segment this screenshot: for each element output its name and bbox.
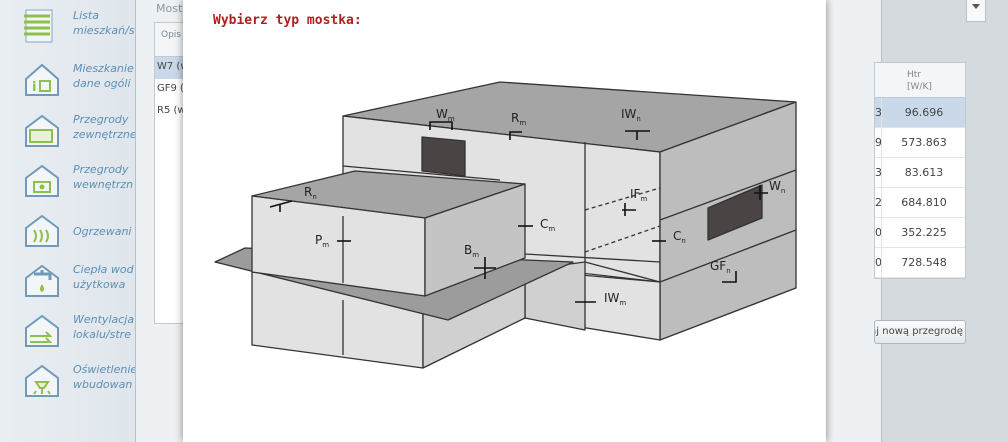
section-title: Mostk [156, 2, 189, 15]
table-cell: 28 [875, 196, 881, 209]
sidebar-item-oswietlenie[interactable]: Oświetlenie wbudowan [0, 358, 165, 408]
label-cn[interactable]: Cn [673, 229, 686, 245]
sidebar-item-lista-mieszkan[interactable]: Lista mieszkań/s [0, 4, 165, 54]
htr-value: 96.696 [881, 98, 966, 127]
internal-wall-icon [25, 164, 59, 197]
chevron-down-icon [972, 4, 980, 9]
lighting-icon [25, 364, 59, 397]
window-side [707, 184, 763, 241]
edge-line [342, 165, 501, 181]
sidebar-item-label: Mieszkanie dane ogóli [73, 62, 134, 90]
table-cell: 0 [875, 256, 881, 269]
htr-value: 684.810 [881, 188, 966, 217]
hidden-edge [584, 225, 661, 253]
marker-gfn [722, 271, 737, 283]
table-row[interactable]: R5 (w [157, 105, 186, 116]
header-unit: [W/K] [907, 82, 932, 92]
label-bm[interactable]: Bm [464, 243, 479, 259]
partitions-area: Htr[W/K] 396.696 96573.863 383.613 28684… [826, 0, 1008, 442]
sidebar-item-label: Wentylacja lokalu/stre [73, 313, 135, 341]
htr-value: 728.548 [881, 248, 966, 277]
sidebar-item-label: Przegrody zewnętrzne [73, 113, 137, 141]
marker-wm [429, 121, 453, 130]
htr-value: 573.863 [881, 128, 966, 157]
table-row[interactable]: 28684.810 [875, 188, 965, 218]
label-wn[interactable]: Wn [769, 179, 785, 195]
sidebar-item-wentylacja[interactable]: Wentylacja lokalu/stre [0, 308, 165, 358]
add-partition-label: Dodaj nową przegrodę [875, 326, 963, 337]
label-iwn[interactable]: IWn [621, 107, 641, 123]
dialog-title: Wybierz typ mostka: [213, 13, 362, 28]
sidebar-item-ciepla-woda[interactable]: Ciepła wod użytkowa [0, 258, 165, 308]
hidden-edge [584, 187, 661, 211]
marker-ifm [622, 203, 636, 216]
external-wall-icon [25, 114, 59, 147]
dropdown-select[interactable] [966, 0, 986, 22]
thermal-bridge-diagram: Wm Rm IWn Rn IFm Wn Cm Pm Cn Bm GFn IWm [214, 81, 797, 369]
label-wm[interactable]: Wm [436, 107, 455, 123]
table-cell: 3 [875, 106, 881, 119]
heating-icon [25, 214, 59, 247]
sidebar-item-label: Lista mieszkań/s [73, 9, 135, 37]
bridge-type-dialog: Wybierz typ mostka: [183, 0, 826, 442]
label-rn[interactable]: Rn [304, 185, 317, 201]
edge-line [584, 261, 661, 283]
edge-line [524, 253, 661, 263]
htr-value: 83.613 [881, 158, 966, 187]
hot-water-icon [25, 264, 59, 297]
add-partition-button[interactable]: Dodaj nową przegrodę [874, 320, 966, 344]
htr-value: 352.225 [881, 218, 966, 247]
header-htr: Htr [907, 70, 921, 80]
table-cell: 0 [875, 226, 881, 239]
sidebar-item-label: Ogrzewani [73, 225, 132, 238]
marker-iwn [625, 130, 650, 140]
marker-rm [509, 131, 522, 140]
sidebar-item-przegrody-zewnetrzne[interactable]: Przegrody zewnętrzne [0, 108, 165, 158]
marker-rn [269, 200, 293, 212]
sidebar-item-label: Ciepła wod użytkowa [73, 263, 134, 291]
label-rm[interactable]: Rm [511, 111, 526, 127]
table-cell: 3 [875, 166, 881, 179]
front-box-side [424, 183, 526, 297]
sidebar-item-mieszkanie-dane[interactable]: i Mieszkanie dane ogóli [0, 57, 165, 107]
label-iwm[interactable]: IWm [604, 291, 626, 307]
house-data-icon: i [25, 63, 59, 96]
sidebar-item-label: Oświetlenie wbudowan [73, 363, 138, 391]
column-header-htr: Htr [W/K] [875, 63, 965, 98]
sidebar-item-label: Przegrody wewnętrzn [73, 163, 134, 191]
label-gfn[interactable]: GFn [710, 259, 731, 275]
label-cm[interactable]: Cm [540, 217, 555, 233]
sidebar-item-ogrzewanie[interactable]: Ogrzewani [0, 208, 165, 258]
partitions-table: Htr[W/K] 396.696 96573.863 383.613 28684… [874, 62, 966, 279]
window-front [421, 136, 466, 177]
table-row[interactable]: GF9 ( [157, 83, 184, 94]
table-row[interactable]: 96573.863 [875, 128, 965, 158]
edge-line [659, 169, 797, 221]
sidebar-item-przegrody-wewnetrzne[interactable]: Przegrody wewnętrzn [0, 158, 165, 208]
label-pm[interactable]: Pm [315, 233, 329, 249]
marker-bm [474, 257, 496, 279]
ventilation-icon [25, 314, 59, 347]
svg-text:i: i [32, 80, 36, 95]
list-icon [24, 9, 53, 43]
label-ifm[interactable]: IFm [630, 187, 647, 203]
edge-line [659, 229, 797, 283]
table-cell: 96 [875, 136, 881, 149]
marker-wn [754, 185, 768, 200]
